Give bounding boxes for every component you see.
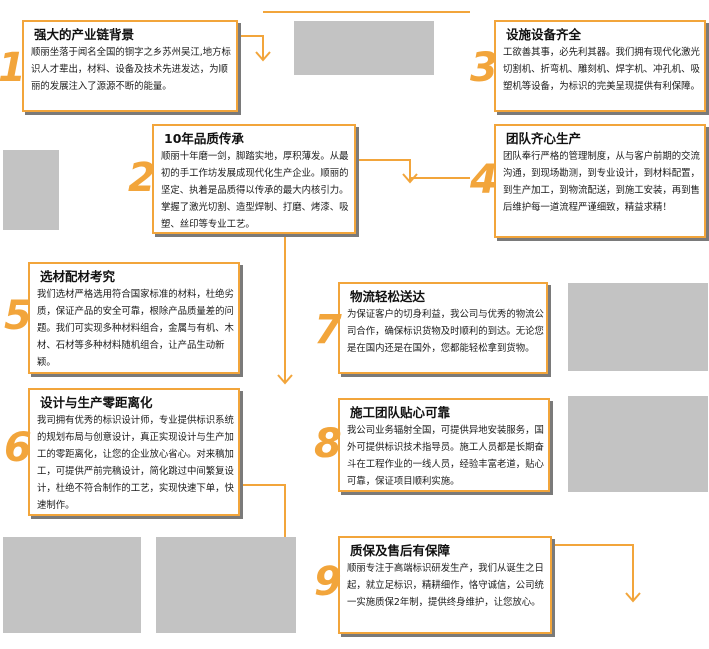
step-card-9: 质保及售后有保障 顺丽专注于高端标识研发生产，我们从诞生之日起，就立足标识，精耕… (338, 536, 552, 634)
image-placeholder-top-center (294, 21, 434, 75)
step-number-2: 2 (128, 155, 156, 201)
image-placeholder-bottom-mid (156, 537, 296, 633)
step-text-2: 顺丽十年磨一剑，脚踏实地，厚积薄发。从最初的手工作坊发展成现代化生产企业。顺丽的… (161, 151, 349, 230)
arrowhead-end (625, 592, 641, 603)
arrowhead-4 (402, 173, 418, 184)
step-title-4: 团队齐心生产 (506, 131, 582, 146)
step-number-8: 8 (314, 421, 342, 467)
step-number-7: 7 (314, 307, 342, 353)
step-card-8: 施工团队贴心可靠 我公司业务辐射全国，可提供异地安装服务，国外可提供标识技术指导… (338, 398, 550, 492)
step-text-9: 顺丽专注于高端标识研发生产，我们从诞生之日起，就立足标识，精耕细作，恪守诚信，公… (347, 563, 544, 608)
step-title-2: 10年品质传承 (164, 131, 244, 146)
step-title-3: 设施设备齐全 (506, 27, 582, 42)
step-text-5: 我们选材严格选用符合国家标准的材料，杜绝劣质，保证产品的安全可靠，根除产品质量差… (37, 289, 234, 368)
step-text-8: 我公司业务辐射全国，可提供异地安装服务，国外可提供标识技术指导员。施工人员都是长… (347, 425, 544, 487)
step-card-3: 设施设备齐全 工欲善其事，必先利其器。我们拥有现代化激光切割机、折弯机、雕刻机、… (494, 20, 706, 112)
step-number-1: 1 (0, 45, 26, 91)
connector-9-to-end (550, 544, 634, 600)
connector-1-to-2 (237, 35, 264, 60)
step-number-6: 6 (4, 425, 32, 471)
image-placeholder-right-1 (568, 283, 708, 371)
step-number-5: 5 (4, 293, 32, 339)
step-text-3: 工欲善其事，必先利其器。我们拥有现代化激光切割机、折弯机、雕刻机、焊字机、冲孔机… (503, 47, 700, 92)
image-placeholder-left-mid (3, 150, 59, 230)
step-number-9: 9 (314, 559, 342, 605)
image-placeholder-right-2 (568, 396, 708, 492)
connector-2-to-7 (240, 233, 286, 268)
step-number-4: 4 (470, 157, 498, 203)
arrowhead-1 (255, 51, 271, 62)
step-text-4: 团队奉行严格的管理制度，从与客户前期的交流沟通，到现场勘测，到专业设计，到材料配… (503, 151, 700, 213)
step-card-7: 物流轻松送达 为保证客户的切身利益，我公司与优秀的物流公司合作，确保标识货物及时… (338, 282, 548, 374)
step-title-9: 质保及售后有保障 (350, 543, 451, 558)
step-title-1: 强大的产业链背景 (34, 27, 135, 42)
step-card-6: 设计与生产零距离化 我司拥有优秀的标识设计师，专业提供标识系统的规划布局与创意设… (28, 388, 240, 516)
image-placeholder-bottom-left (3, 537, 141, 633)
step-card-2: 10年品质传承 顺丽十年磨一剑，脚踏实地，厚积薄发。从最初的手工作坊发展成现代化… (152, 124, 356, 234)
connector-2-to-4 (350, 159, 411, 182)
step-title-6: 设计与生产零距离化 (40, 395, 153, 410)
step-text-1: 顺丽坐落于闻名全国的铜字之乡苏州吴江,地方标识人才辈出，材料、设备及技术先进发达… (31, 47, 231, 92)
connector-6-to-8 (240, 484, 286, 545)
step-title-5: 选材配材考究 (40, 269, 116, 284)
step-card-4: 团队齐心生产 团队奉行严格的管理制度，从与客户前期的交流沟通，到现场勘测，到专业… (494, 124, 706, 238)
step-card-5: 选材配材考究 我们选材严格选用符合国家标准的材料，杜绝劣质，保证产品的安全可靠，… (28, 262, 240, 374)
step-text-6: 我司拥有优秀的标识设计师，专业提供标识系统的规划布局与创意设计，真正实现设计与生… (37, 415, 234, 511)
step-title-7: 物流轻松送达 (350, 289, 426, 304)
step-text-7: 为保证客户的切身利益，我公司与优秀的物流公司合作，确保标识货物及时顺利的到达。无… (347, 309, 544, 354)
arrowhead-7 (277, 374, 293, 385)
step-title-8: 施工团队贴心可靠 (350, 405, 451, 420)
step-number-3: 3 (470, 45, 498, 91)
step-card-1: 强大的产业链背景 顺丽坐落于闻名全国的铜字之乡苏州吴江,地方标识人才辈出，材料、… (22, 20, 238, 112)
